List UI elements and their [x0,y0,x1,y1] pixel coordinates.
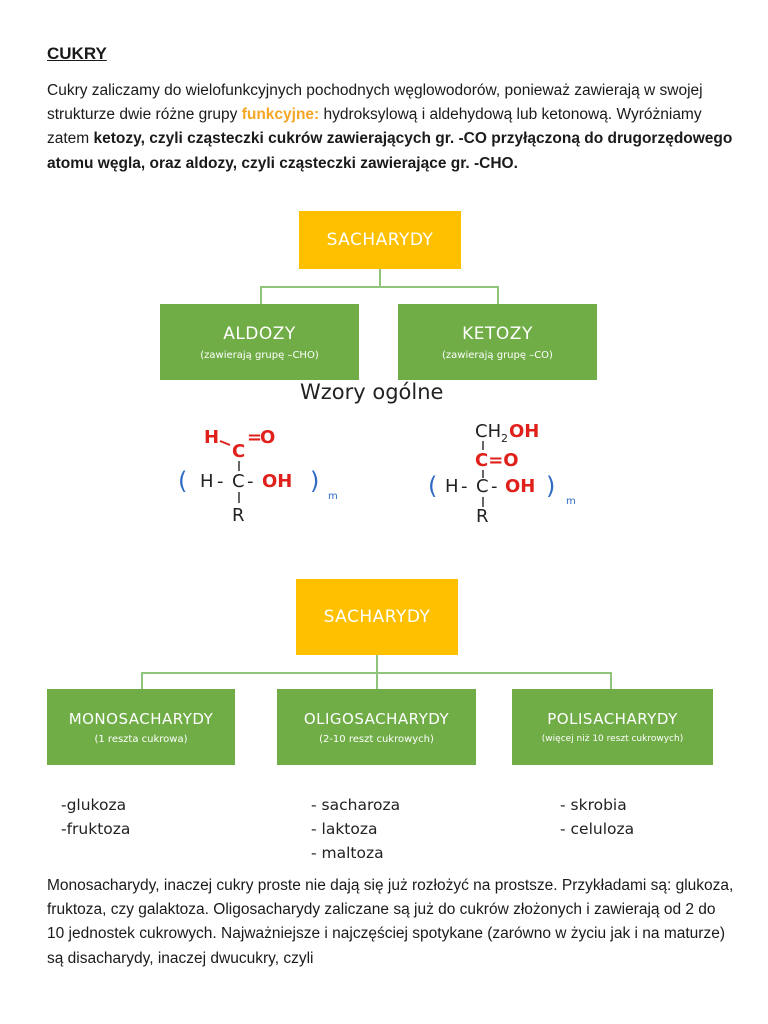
polysaccharides-box: POLISACHARYDY (więcej niż 10 reszt cukro… [512,689,713,765]
mono-label: MONOSACHARYDY [68,709,214,728]
ketoses-label: KETOZY [462,323,533,344]
intro-paragraph: Cukry zaliczamy do wielofunkcyjnych poch… [47,79,737,176]
aldose-eq: = [247,427,262,448]
intro-highlight: funkcyjne: [241,106,320,124]
poly-label: POLISACHARYDY [547,710,678,728]
aldose-left-bracket: ( [178,467,187,495]
list-item: -glukoza [61,796,127,814]
ketoses-box: KETOZY (zawierają grupę –CO) [398,304,597,380]
aldoses-ketoses-diagram: SACHARYDY ALDOZY (zawierają grupę –CHO) … [145,208,623,528]
connector-line [260,286,262,304]
oligo-label: OLIGOSACHARYDY [303,709,450,728]
aldose-right-bracket: ) [310,467,319,495]
oligo-sub: (2-10 reszt cukrowych) [319,733,434,745]
saccharide-classification-diagram: SACHARYDY MONOSACHARYDY (1 reszta cukrow… [47,578,717,868]
poly-sub: (więcej niż 10 reszt cukrowych) [541,734,684,744]
root2-label: SACHARYDY [323,607,431,627]
list-item: - maltoza [311,844,384,862]
ketose-h: H [445,476,459,497]
ketose-two: 2 [501,432,508,445]
ketose-oh: OH [505,476,535,497]
list-item: -fruktoza [61,820,131,838]
connector-line [141,672,143,689]
mono-examples: -glukoza -fruktoza [61,793,130,841]
aldose-c: C [232,441,245,462]
ketose-formula: CH 2 OH C=O ( H - C - OH ) m R [428,421,576,527]
page-title: CUKRY [47,44,107,63]
poly-examples: - skrobia - celuloza [560,793,634,841]
list-item: - skrobia [560,796,627,814]
ketose-co: C=O [475,450,519,471]
oligo-examples: - sacharoza - laktoza - maltoza [311,793,400,865]
ketose-ch: CH [475,421,501,442]
ketose-left-bracket: ( [428,472,437,500]
aldose-formula: H C = O ( H - C - OH ) m R [178,427,338,526]
root-label: SACHARYDY [326,230,434,250]
ketose-r: R [476,506,489,527]
formulas-heading: Wzory ogólne [300,380,444,404]
aldose-m: m [328,491,338,502]
monosaccharides-paragraph: Monosacharydy, inaczej cukry proste nie … [47,877,734,967]
intro-text-a: Cukry zaliczamy do wielofunkcyjnych poch… [47,82,703,124]
intro-bold: ketozy, czyli cząsteczki cukrów zawieraj… [47,130,733,172]
connector-line [260,286,499,288]
list-item: - celuloza [560,820,635,838]
connector-line [376,655,378,673]
list-item: - sacharoza [311,796,401,814]
connector-line [497,286,499,304]
aldose-c2: C [232,471,245,492]
ketose-right-bracket: ) [546,472,555,500]
connector-line [376,672,378,689]
oligosaccharides-box: OLIGOSACHARYDY (2-10 reszt cukrowych) [277,689,476,765]
aldose-o: O [260,427,275,448]
aldoses-label: ALDOZY [223,323,296,344]
mono-sub: (1 reszta cukrowa) [94,733,188,745]
ketose-dash1: - [461,476,468,497]
saccharides-root-box: SACHARYDY [299,211,461,269]
saccharides-root-box-2: SACHARYDY [296,579,458,655]
ketose-dash2: - [491,476,498,497]
connector-line [379,269,381,287]
ketoses-sub: (zawierają grupę –CO) [442,349,553,361]
connector-line [610,672,612,689]
ketose-oh-top: OH [509,421,539,442]
aldose-h2: H [200,471,214,492]
aldose-r: R [232,505,245,526]
ketose-c: C [476,476,489,497]
aldoses-sub: (zawierają grupę –CHO) [200,349,319,361]
aldose-h: H [204,427,219,448]
aldoses-box: ALDOZY (zawierają grupę –CHO) [160,304,359,380]
ketose-m: m [566,496,576,507]
aldose-dash2: - [247,471,254,492]
list-item: - laktoza [311,820,378,838]
intro-text-c: hydroksylową i aldehydową lub ketonową. … [47,106,702,148]
bond-line [219,440,231,446]
monosaccharides-box: MONOSACHARYDY (1 reszta cukrowa) [47,689,235,765]
aldose-dash1: - [217,471,224,492]
aldose-oh: OH [262,471,292,492]
